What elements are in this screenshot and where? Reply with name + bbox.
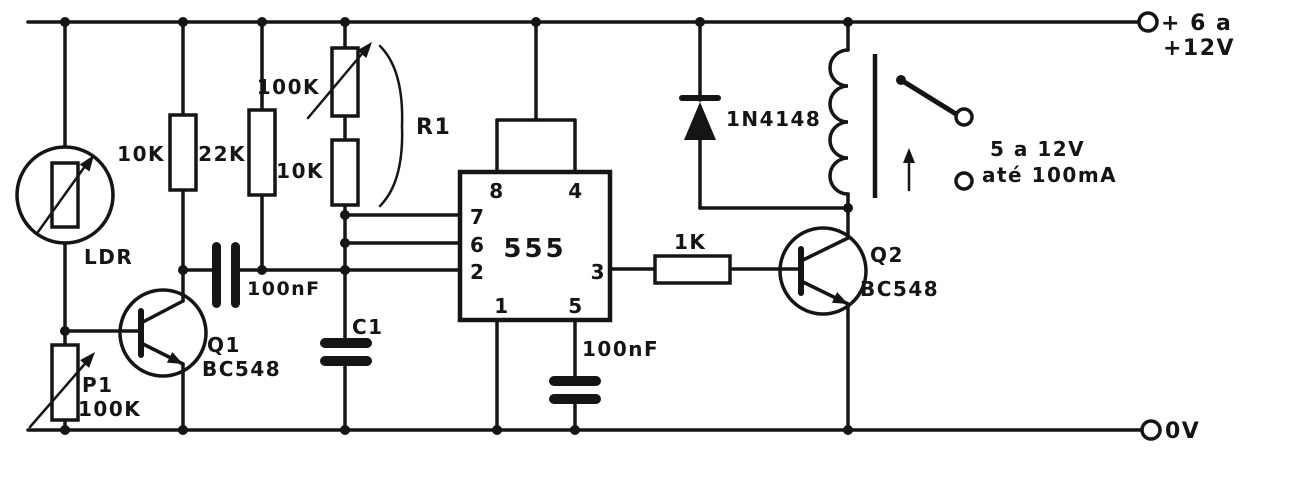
switch-contact-bottom: [954, 171, 974, 191]
r1-name-label: R1: [416, 115, 451, 140]
diode-label: 1N4148: [726, 107, 821, 131]
ic-pin-2: 2: [470, 260, 485, 284]
potentiometer-p1: P1 100K: [28, 343, 141, 429]
junction-dots: [60, 17, 853, 435]
relay-switch: 5 a 12V até 100mA: [896, 75, 1117, 192]
diode-triangle: [684, 102, 716, 140]
pin5-cap-label: 100nF: [582, 337, 659, 361]
cap-plate: [549, 376, 601, 386]
resistor-22k-body: [247, 108, 277, 197]
ic-pin-1: 1: [494, 294, 509, 318]
q1-collector: [139, 299, 185, 325]
transistor-q2: Q2 BC548: [778, 226, 939, 316]
q2-emitter-arrowhead: [831, 292, 848, 304]
resistor-r1-10k: 10K: [276, 138, 360, 207]
ic-555-label: 555: [503, 234, 566, 264]
ldr-label: LDR: [84, 245, 133, 269]
cap-plate: [231, 242, 240, 308]
ground-label: 0V: [1165, 419, 1200, 444]
ldr: LDR: [15, 145, 133, 269]
supply-terminal: + 6 a +12V: [1137, 11, 1235, 61]
resistor-1k-label: 1K: [674, 230, 706, 254]
q1-envelope: [118, 288, 208, 378]
capacitor-100nf-coupling: 100nF: [212, 242, 321, 308]
resistor-r1-10k-body: [330, 138, 360, 207]
switch-contact-top: [954, 107, 974, 127]
ldr-arrow: [36, 160, 90, 234]
trimpot-arrow: [306, 47, 368, 120]
supply-label-line2: +12V: [1163, 36, 1235, 61]
p1-name-label: P1: [82, 373, 114, 397]
resistor-r1-10k-label: 10K: [276, 159, 324, 183]
cap-plate: [549, 394, 601, 404]
resistor-10k-label: 10K: [117, 142, 165, 166]
ic-pin-8: 8: [489, 179, 504, 203]
ic-pin-3: 3: [591, 260, 606, 284]
switch-pivot: [896, 75, 906, 85]
resistor-10k-body: [168, 113, 198, 192]
switch-motion-arrowhead: [903, 148, 915, 163]
resistor-1k-body: [653, 254, 732, 285]
resistor-22k: 22K: [198, 108, 277, 197]
p1-value-label: 100K: [78, 397, 141, 421]
ldr-arrowhead: [79, 155, 94, 172]
ic-555: 555 8 4 7 6 2 3 1 5: [457, 169, 613, 323]
capacitor-c1: C1: [320, 315, 384, 366]
p1-arrow: [28, 356, 92, 429]
diode-1n4148: 1N4148: [679, 95, 821, 140]
relay-coil: [828, 48, 878, 198]
q1-emitter-arrowhead: [166, 352, 183, 364]
supply-label-line1: + 6 a: [1161, 11, 1232, 36]
cap-plate: [320, 338, 372, 348]
capacitor-100nf-pin5: 100nF: [549, 337, 659, 404]
resistor-22k-label: 22K: [198, 142, 246, 166]
coupling-cap-label: 100nF: [247, 278, 321, 300]
resistor-1k: 1K: [653, 230, 732, 285]
transistor-q1: Q1 BC548: [118, 288, 281, 381]
trimpot-arrowhead: [357, 42, 372, 58]
switch-blade: [898, 77, 959, 117]
ic-555-body: [457, 169, 613, 323]
resistor-10k-input: 10K: [117, 113, 198, 192]
q2-name-label: Q2: [870, 243, 904, 267]
ic-pin-7: 7: [470, 205, 485, 229]
r1-brace: R1: [378, 44, 451, 208]
c1-label: C1: [352, 315, 384, 339]
ground-terminal-ring: [1140, 419, 1162, 441]
p1-arrowhead: [80, 352, 95, 368]
q2-part-label: BC548: [860, 277, 939, 301]
p1-body: [50, 343, 80, 422]
trimpot-r1-100k: 100K: [257, 42, 372, 120]
cap-plate: [212, 242, 221, 308]
contact-rating-line1: 5 a 12V: [990, 137, 1085, 161]
q1-part-label: BC548: [202, 357, 281, 381]
cap-plate: [320, 356, 372, 366]
r1-brace-curve: [378, 44, 404, 208]
supply-terminal-ring: [1137, 11, 1159, 33]
trimpot-body: [330, 46, 360, 118]
q1-name-label: Q1: [207, 333, 241, 357]
ic-pin-5: 5: [568, 294, 583, 318]
q2-collector: [799, 236, 850, 263]
q2-envelope: [778, 226, 868, 316]
ic-pin-6: 6: [470, 233, 485, 257]
coil-windings: [828, 48, 850, 196]
ic-pin-4: 4: [568, 179, 583, 203]
contact-rating-line2: até 100mA: [982, 163, 1117, 187]
ground-terminal: 0V: [1140, 419, 1200, 444]
trimpot-value-label: 100K: [257, 75, 320, 99]
